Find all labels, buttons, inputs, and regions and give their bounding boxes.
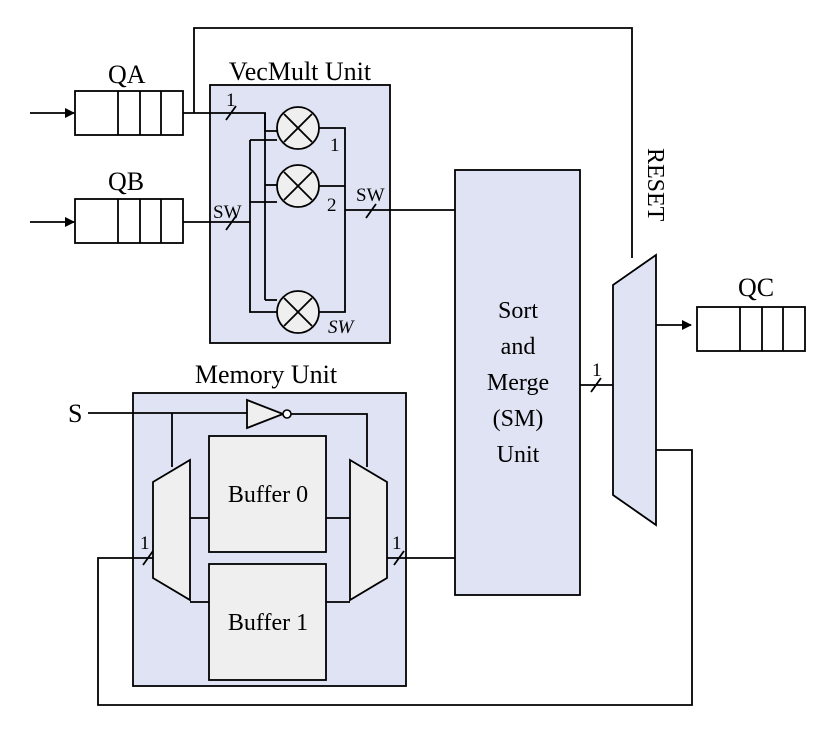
buffer-1	[208, 563, 327, 681]
select-label: S	[68, 399, 82, 428]
queue-qb-label: QB	[108, 167, 144, 196]
sm-line3: Merge	[487, 370, 549, 396]
queue-qb: QB	[30, 167, 184, 244]
memory-output-mux	[349, 458, 388, 602]
feedback-wire	[97, 449, 693, 706]
memory-unit: Memory Unit S Buffer 0 Buffer 1 1 1	[68, 360, 455, 687]
reset-wire	[193, 27, 633, 258]
sm-out-width: 1	[592, 360, 602, 381]
buffer-0-label: Buffer 0	[228, 482, 308, 508]
reset-label: RESET	[642, 148, 668, 222]
queue-qa-label: QA	[108, 60, 146, 89]
buffer-0	[208, 435, 327, 553]
vecmult-in-b-width: SW	[213, 202, 242, 223]
sm-line4: (SM)	[493, 406, 544, 432]
sm-box	[454, 169, 581, 596]
sm-unit: Sort and Merge (SM) Unit	[454, 169, 581, 596]
inverter-bubble	[282, 409, 292, 419]
sm-line5: Unit	[497, 442, 540, 468]
multiplier-1-label: 1	[330, 135, 340, 156]
buffer-1-label: Buffer 1	[228, 610, 308, 636]
memory-input-mux	[152, 458, 191, 602]
memory-out-width: 1	[392, 533, 402, 554]
multiplier-2: 2	[276, 164, 337, 216]
memory-title: Memory Unit	[195, 360, 338, 389]
queue-qa: QA	[30, 60, 184, 136]
multiplier-sw-label: SW	[328, 317, 356, 338]
queue-qc-label: QC	[738, 273, 774, 302]
multiplier-2-label: 2	[327, 195, 337, 216]
queue-qc: QC	[696, 273, 806, 352]
vecmult-unit: VecMult Unit 1 SW 1 2	[183, 57, 455, 344]
vecmult-in-a-width: 1	[226, 90, 236, 111]
sm-line2: and	[501, 334, 536, 360]
memory-in-width: 1	[140, 533, 150, 554]
inverter-icon	[246, 398, 286, 430]
output-mux	[612, 253, 657, 527]
vecmult-title: VecMult Unit	[229, 57, 372, 86]
sm-line1: Sort	[498, 298, 538, 324]
vecmult-out-width: SW	[356, 185, 385, 206]
